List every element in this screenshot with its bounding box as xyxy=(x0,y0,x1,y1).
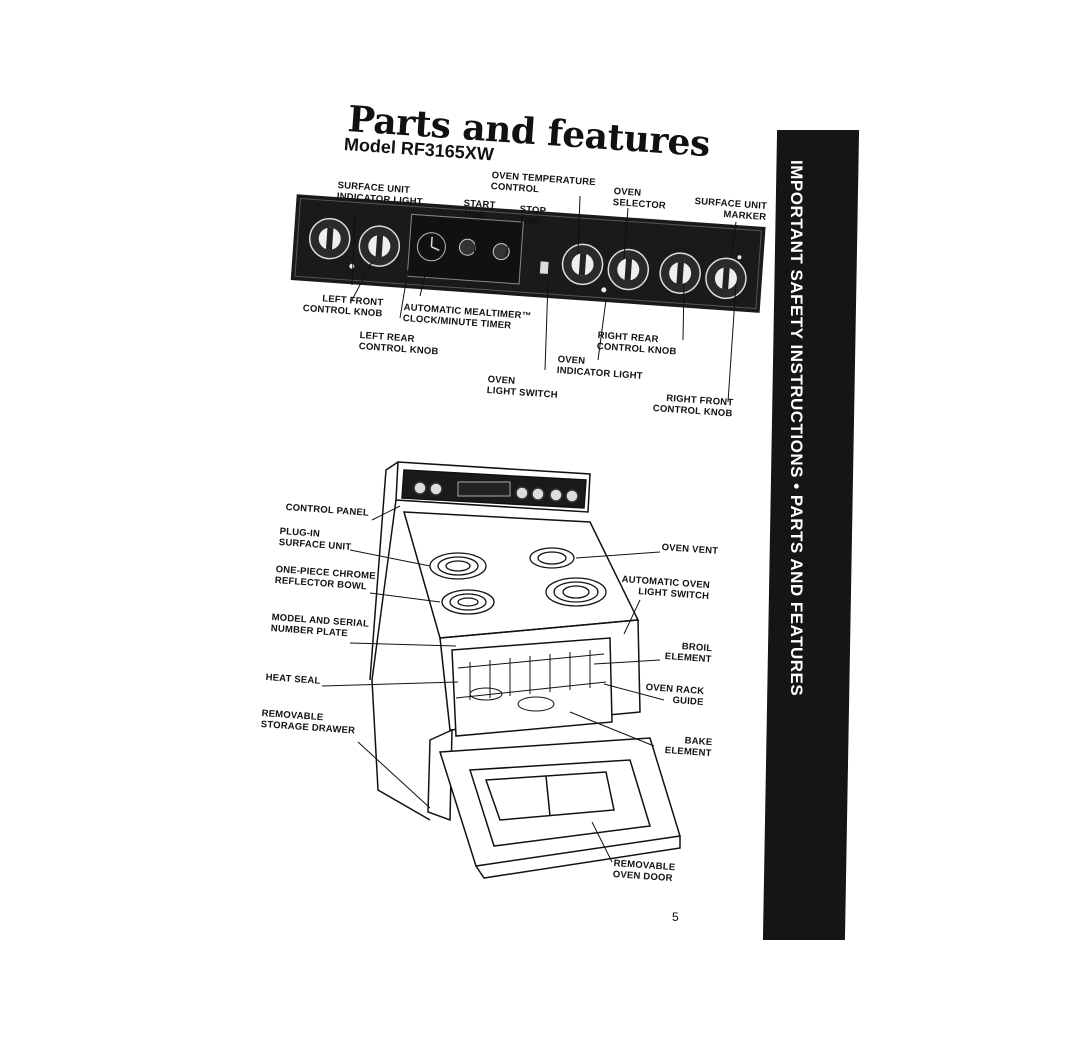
right-rear-knob xyxy=(659,252,701,294)
surface-unit-marker xyxy=(737,255,742,260)
left-front-knob xyxy=(358,225,401,267)
panel-leader-lines xyxy=(351,195,737,403)
oven-indicator-light xyxy=(601,287,607,293)
oven-door xyxy=(438,737,681,867)
label-oven-rack-guide: OVEN RACK GUIDE xyxy=(645,682,705,709)
oven-selector-knob xyxy=(607,248,650,291)
sidebar-section-title: IMPORTANT SAFETY INSTRUCTIONS • PARTS AN… xyxy=(787,160,806,697)
oven-light-switch xyxy=(539,261,549,274)
label-bake-element: BAKE ELEMENT xyxy=(664,735,713,760)
label-stop-time: STOP TIME xyxy=(518,204,547,228)
control-panel-illustration xyxy=(290,194,766,313)
oven-racks xyxy=(455,650,607,712)
label-broil-element: BROIL ELEMENT xyxy=(664,641,713,666)
range-body xyxy=(369,461,681,879)
label-start-time: START TIME xyxy=(462,198,496,222)
label-oven-selector: OVEN SELECTOR xyxy=(612,186,667,212)
label-removable-oven-door: REMOVABLE OVEN DOOR xyxy=(612,858,676,885)
oven-temperature-knob xyxy=(561,243,604,286)
left-rear-knob xyxy=(308,217,351,260)
section-sidebar-tab xyxy=(762,130,860,940)
page-number: 5 xyxy=(672,910,679,924)
burner-elements xyxy=(429,547,607,615)
range-leader-lines xyxy=(321,505,665,863)
